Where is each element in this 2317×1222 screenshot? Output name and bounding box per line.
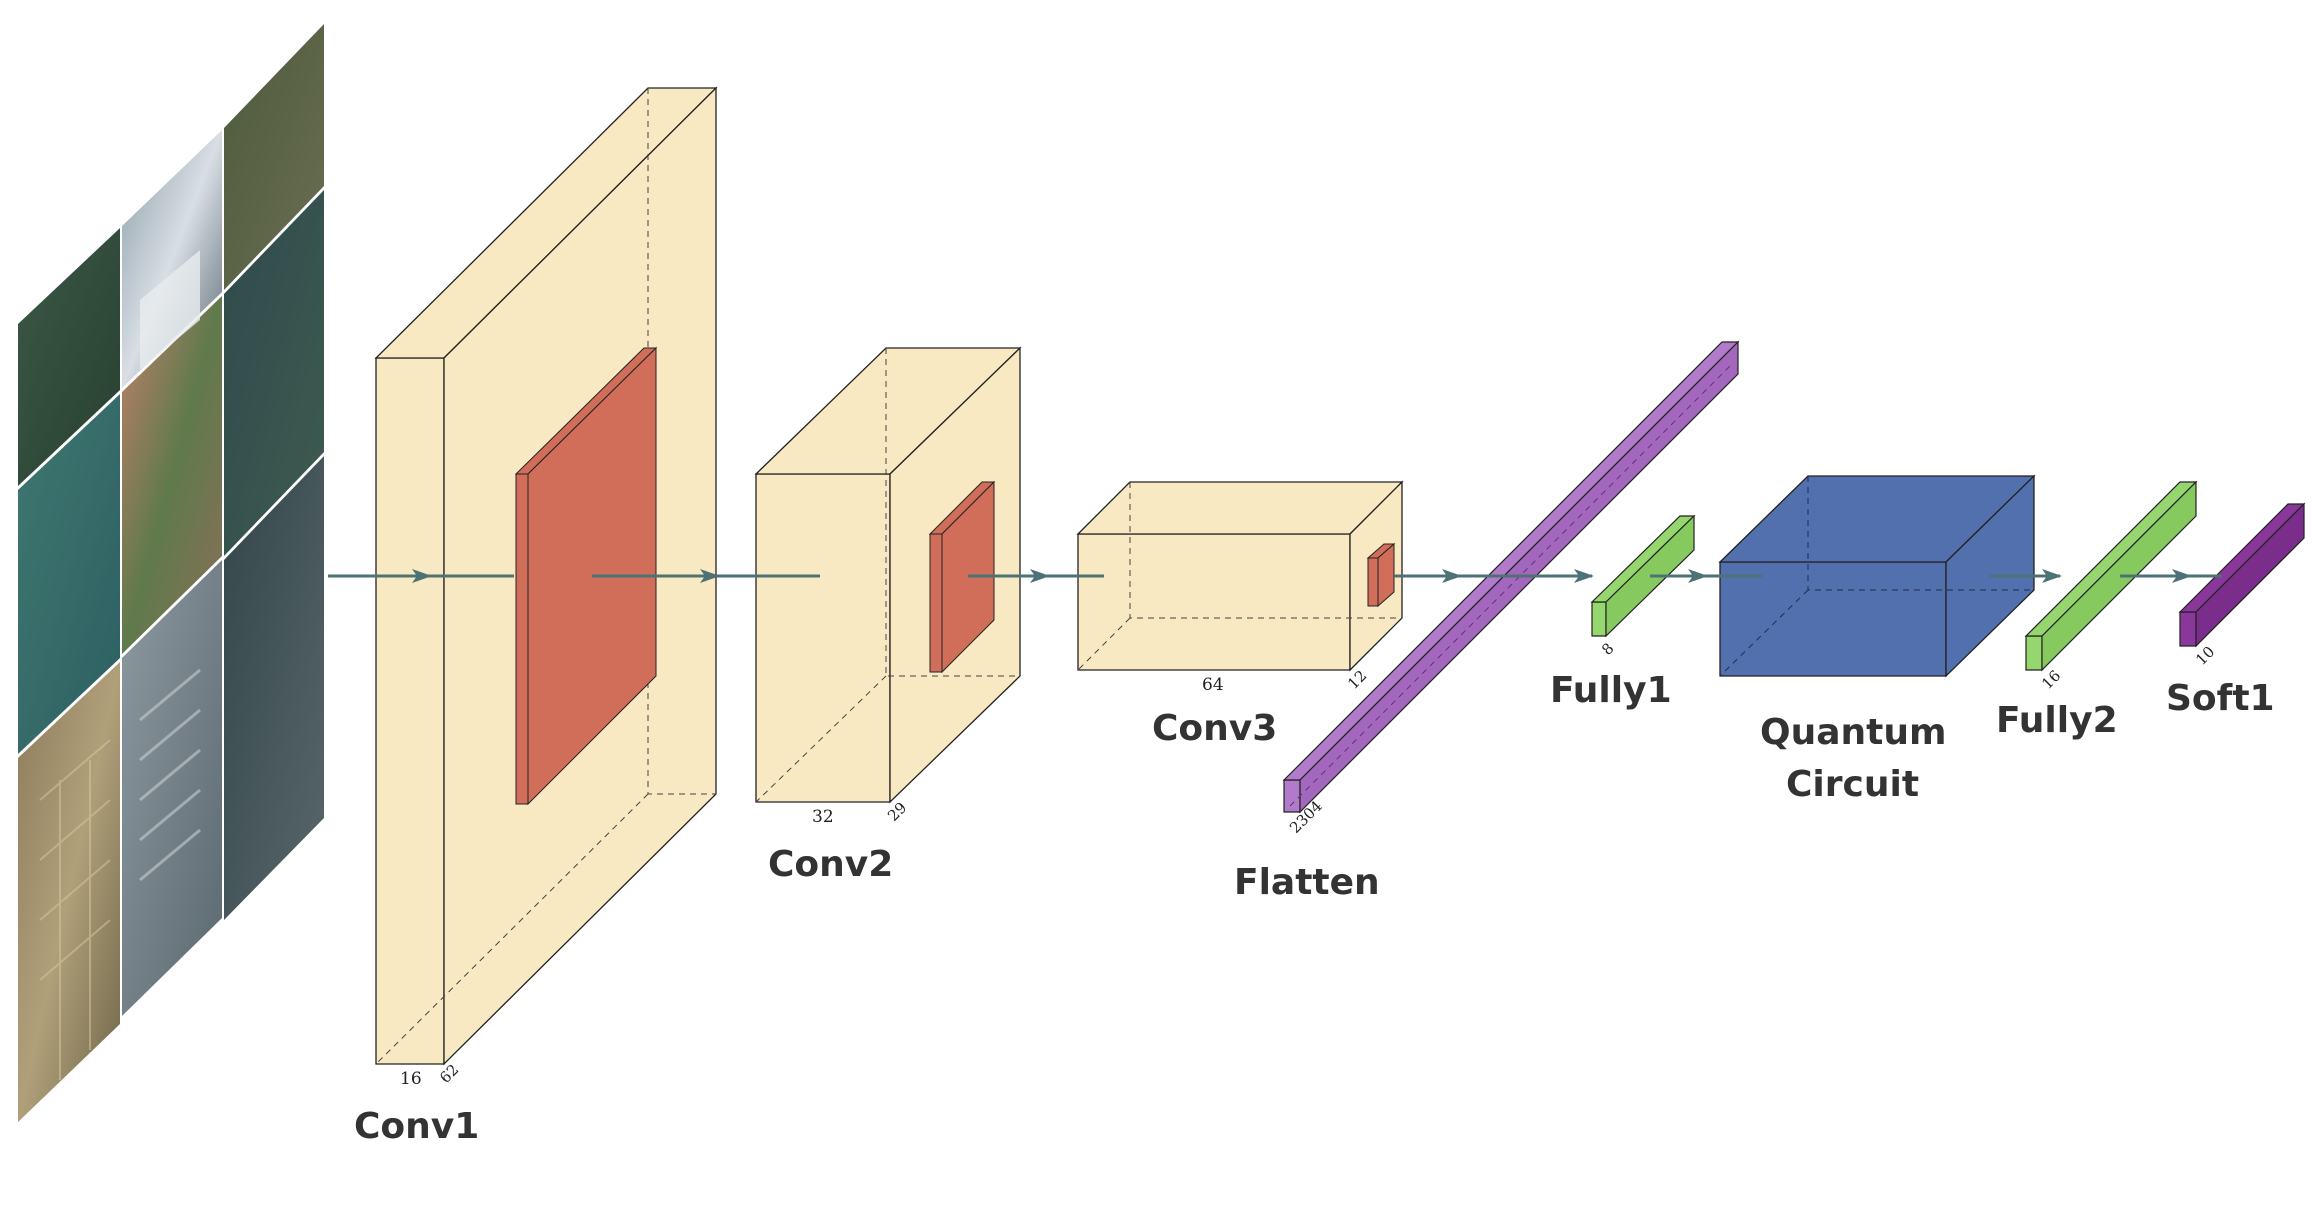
input-image-grid xyxy=(18,24,324,1122)
conv3-block xyxy=(1076,480,1404,672)
conv3-hidden-edges xyxy=(1077,482,1402,671)
image-tile xyxy=(18,394,120,754)
conv3-front-face xyxy=(1077,533,1351,671)
quantum-label-line1: Quantum xyxy=(1760,712,1947,753)
fully2-label: Fully2 xyxy=(1996,700,2118,741)
fully1-front-face xyxy=(1591,601,1607,637)
conv1-kernel-front xyxy=(515,473,529,805)
field-stripes xyxy=(39,739,111,1080)
quantum-circuit-block xyxy=(1718,474,2036,678)
conv2-width-label: 32 xyxy=(812,807,834,827)
quantum-front-face xyxy=(1719,561,1947,677)
image-tile xyxy=(224,190,324,556)
fully2-front-face xyxy=(2025,635,2043,671)
conv2-hidden-edges xyxy=(755,348,1020,803)
conv1-width-label: 16 xyxy=(400,1069,422,1089)
image-tile xyxy=(224,456,324,920)
soft1-block xyxy=(2178,502,2306,648)
conv2-front-face xyxy=(755,473,891,803)
flatten-front-face xyxy=(1283,779,1301,813)
conv1-hidden-edges xyxy=(375,88,716,1065)
conv3-kernel xyxy=(1366,542,1396,608)
urban-blocks xyxy=(139,668,201,882)
image-tile xyxy=(18,662,120,1122)
conv3-label: Conv3 xyxy=(1152,708,1277,749)
image-tile xyxy=(224,24,324,290)
fully1-label: Fully1 xyxy=(1550,670,1672,711)
fully1-dim-label: 8 xyxy=(1598,639,1617,658)
conv3-kernel-front xyxy=(1367,557,1379,607)
conv1-front-face xyxy=(375,357,445,1065)
fully2-block xyxy=(2024,480,2198,672)
fully2-top-face xyxy=(2024,481,2198,637)
flatten-hidden-edge xyxy=(1289,365,1731,807)
soft1-side-face xyxy=(2195,502,2305,648)
conv2-kernel-front xyxy=(929,533,943,673)
conv3-kernel-side xyxy=(1377,542,1395,608)
conv1-label: Conv1 xyxy=(354,1106,479,1147)
conv3-top-face xyxy=(1076,481,1404,535)
flatten-label: Flatten xyxy=(1234,862,1380,903)
soft1-front-face xyxy=(2179,611,2197,647)
conv3-width-label: 64 xyxy=(1202,675,1224,695)
quantum-hidden-edges xyxy=(1719,476,2034,677)
image-tile xyxy=(122,296,222,654)
quantum-label-line2: Circuit xyxy=(1786,764,1919,805)
conv2-label: Conv2 xyxy=(768,844,893,885)
building-blocks xyxy=(140,250,200,370)
soft1-label: Soft1 xyxy=(2166,678,2275,719)
fully2-side-face xyxy=(2041,480,2197,672)
image-tile xyxy=(18,228,120,486)
